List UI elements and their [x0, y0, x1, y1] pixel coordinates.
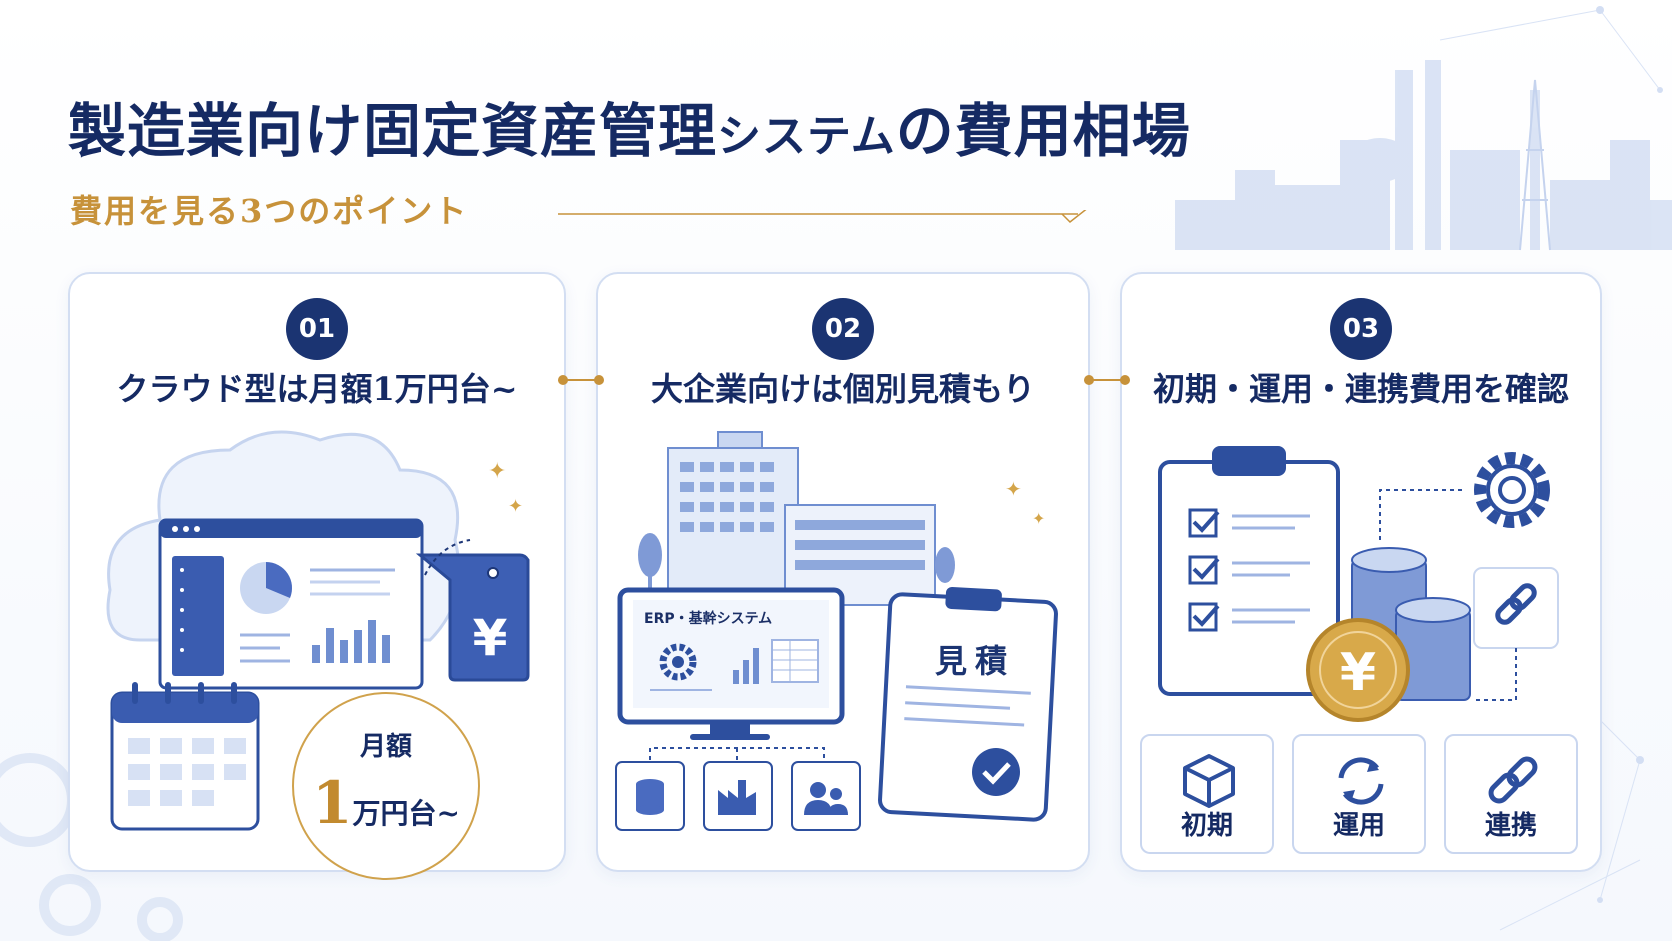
monthly-price-badge: 月額 1万円台~ — [292, 692, 480, 880]
card-title: 初期・運用・連携費用を確認 — [1152, 370, 1569, 408]
card-title: 大企業向けは個別見積もり — [650, 370, 1035, 408]
tile-operation: 運用 — [1292, 734, 1426, 854]
factory-skyline — [1175, 60, 1672, 250]
link-icon — [1488, 756, 1538, 804]
erp-label: ERP・基幹システム — [644, 611, 773, 627]
card-title: クラウド型は月額1万円台~ — [116, 370, 518, 408]
connector-1-2 — [558, 375, 604, 385]
tile-initial: 初期 — [1140, 734, 1274, 854]
card-enterprise: 02 大企業向けは個別見積もり — [596, 272, 1090, 872]
box-icon — [1183, 754, 1235, 808]
refresh-icon — [1338, 757, 1384, 805]
card-number: 02 — [812, 298, 874, 360]
page-subtitle: 費用を見る3つのポイント — [70, 192, 469, 230]
card-number: 01 — [286, 298, 348, 360]
estimate-label: 見積 — [935, 642, 1016, 680]
tile-integration: 連携 — [1444, 734, 1578, 854]
page-title: 製造業向け固定資産管理システムの費用相場 — [68, 97, 1191, 165]
subtitle-divider — [558, 210, 1087, 224]
connector-2-3 — [1084, 375, 1130, 385]
card-number: 03 — [1330, 298, 1392, 360]
